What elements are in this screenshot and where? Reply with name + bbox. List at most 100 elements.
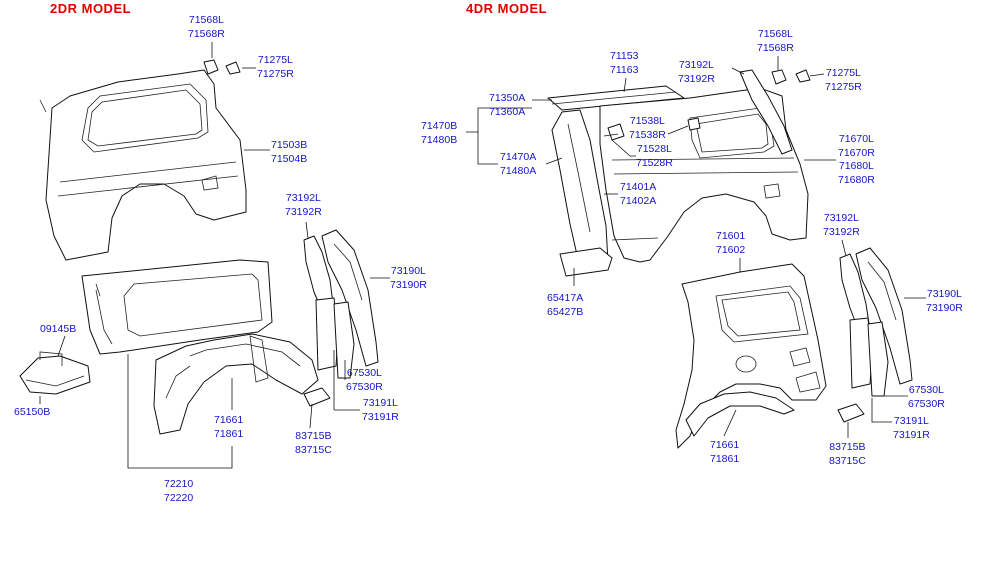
callout-71275-2dr[interactable]: 71275L 71275R: [257, 54, 294, 81]
part-number: 73191R: [362, 410, 399, 423]
part-number: 71275R: [257, 67, 294, 80]
part-number: 73191L: [362, 397, 398, 409]
callout-73190-2dr[interactable]: 73190L 73190R: [390, 265, 427, 292]
quarter-inner-panel-4dr: [675, 263, 827, 449]
part-number: 71568R: [757, 41, 794, 54]
clip-71568-2dr: [203, 59, 219, 75]
leader-lines-4dr: [466, 56, 926, 438]
leader-lines-2dr: [39, 42, 390, 469]
clip-71275-2dr: [225, 61, 241, 75]
callout-71568-4dr[interactable]: 71568L 71568R: [757, 28, 794, 55]
part-number: 71504B: [271, 152, 308, 165]
part-number: 71401A: [620, 181, 657, 193]
callout-09145-2dr[interactable]: 09145B: [40, 323, 76, 337]
part-number: 83715B: [829, 441, 866, 453]
callout-71350-4dr[interactable]: 71350A 71360A: [489, 92, 525, 119]
callout-71538-4dr[interactable]: 71538L 71538R: [629, 115, 666, 142]
part-number: 71661: [710, 439, 740, 451]
small-bracket-2dr: [19, 351, 91, 395]
callout-73190-4dr[interactable]: 73190L 73190R: [926, 288, 963, 315]
quarter-outer-panel-2dr: [39, 69, 247, 261]
part-number: 67530L: [908, 384, 944, 396]
wheel-house-2dr: [153, 333, 319, 435]
callout-83715-2dr[interactable]: 83715B 83715C: [295, 430, 332, 457]
callout-71503-2dr[interactable]: 71503B 71504B: [271, 139, 307, 166]
part-number: 73191R: [893, 428, 930, 441]
wheel-house-4dr: [685, 391, 795, 437]
title-2dr-model: 2DR MODEL: [50, 1, 132, 16]
part-number: 65427B: [547, 305, 584, 318]
callout-65150-2dr[interactable]: 65150B: [14, 406, 50, 420]
roof-rail-4dr: [547, 85, 685, 111]
callout-71661-4dr[interactable]: 71661 71861: [710, 439, 739, 466]
callout-71470a-4dr[interactable]: 71470A 71480A: [500, 151, 536, 178]
part-number: 71275L: [257, 54, 293, 66]
part-number: 71861: [710, 452, 740, 465]
callout-67530-2dr[interactable]: 67530L 67530R: [346, 367, 383, 394]
part-number: 71528L: [636, 143, 672, 155]
callout-71275-4dr[interactable]: 71275L 71275R: [825, 67, 862, 94]
callout-71153-4dr[interactable]: 71153 71163: [610, 50, 638, 77]
part-number: 71568L: [757, 28, 793, 40]
clip-71528-4dr: [687, 117, 701, 131]
part-number: 73192L: [823, 212, 859, 224]
part-number: 71350A: [489, 92, 526, 104]
callout-73191-4dr[interactable]: 73191L 73191R: [893, 415, 930, 442]
callout-65417-4dr[interactable]: 65417A 65427B: [547, 292, 583, 319]
part-number: 73190L: [390, 265, 426, 277]
callout-71568-2dr[interactable]: 71568L 71568R: [188, 14, 225, 41]
callout-71670-4dr[interactable]: 71670L 71670R 71680L 71680R: [838, 133, 875, 187]
callout-73192-4dr-upper[interactable]: 73192L 73192R: [678, 59, 715, 86]
part-number: 71480B: [421, 133, 458, 146]
part-number: 71528R: [636, 156, 673, 169]
roof-pillar-trim-4dr: [739, 69, 793, 155]
part-number: 71538R: [629, 128, 666, 141]
part-number: 71680L: [838, 160, 874, 172]
clip-71568-4dr: [771, 69, 787, 85]
part-number: 71538L: [629, 115, 665, 127]
callout-71661-2dr[interactable]: 71661 71861: [214, 414, 243, 441]
part-number: 09145B: [40, 323, 77, 335]
part-number: 71402A: [620, 194, 657, 207]
part-number: 71670R: [838, 146, 875, 159]
callout-71528-4dr[interactable]: 71528L 71528R: [636, 143, 673, 170]
part-number: 73190R: [390, 278, 427, 291]
pillar-trim-lower-4dr: [849, 317, 889, 397]
part-number: 71480A: [500, 164, 537, 177]
callout-83715-4dr[interactable]: 83715B 83715C: [829, 441, 866, 468]
pillar-trim-lower-2dr: [315, 297, 355, 379]
callout-73191-2dr[interactable]: 73191L 73191R: [362, 397, 399, 424]
part-number: 72220: [164, 491, 194, 504]
part-number: 73192R: [678, 72, 715, 85]
part-number: 83715C: [295, 443, 332, 456]
quarter-inner-panel-2dr: [81, 259, 273, 355]
clip-71538-4dr: [607, 123, 625, 141]
small-plate-2dr: [303, 387, 331, 407]
callout-67530-4dr[interactable]: 67530L 67530R: [908, 384, 945, 411]
part-number: 67530R: [908, 397, 945, 410]
part-number: 71163: [610, 63, 639, 76]
callout-73192-4dr-lower[interactable]: 73192L 73192R: [823, 212, 860, 239]
part-number: 71470A: [500, 151, 537, 163]
part-number: 71601: [716, 230, 746, 242]
part-number: 65417A: [547, 292, 584, 304]
part-number: 73192R: [285, 205, 322, 218]
part-number: 71470B: [421, 120, 458, 132]
part-number: 73192L: [678, 59, 714, 71]
title-4dr-model: 4DR MODEL: [466, 1, 548, 16]
callout-71470b-4dr[interactable]: 71470B 71480B: [421, 120, 457, 147]
part-number: 71602: [716, 243, 746, 256]
part-number: 71275L: [825, 67, 861, 79]
part-number: 71503B: [271, 139, 308, 151]
part-number: 71661: [214, 414, 244, 426]
part-number: 71360A: [489, 105, 526, 118]
part-number: 67530L: [346, 367, 382, 379]
part-number: 73191L: [893, 415, 929, 427]
callout-71601-4dr[interactable]: 71601 71602: [716, 230, 745, 257]
callout-73192-2dr[interactable]: 73192L 73192R: [285, 192, 322, 219]
part-number: 71680R: [838, 173, 875, 186]
callout-72210-2dr[interactable]: 72210 72220: [164, 478, 193, 505]
callout-71401-4dr[interactable]: 71401A 71402A: [620, 181, 656, 208]
clip-71275-4dr: [795, 69, 811, 83]
